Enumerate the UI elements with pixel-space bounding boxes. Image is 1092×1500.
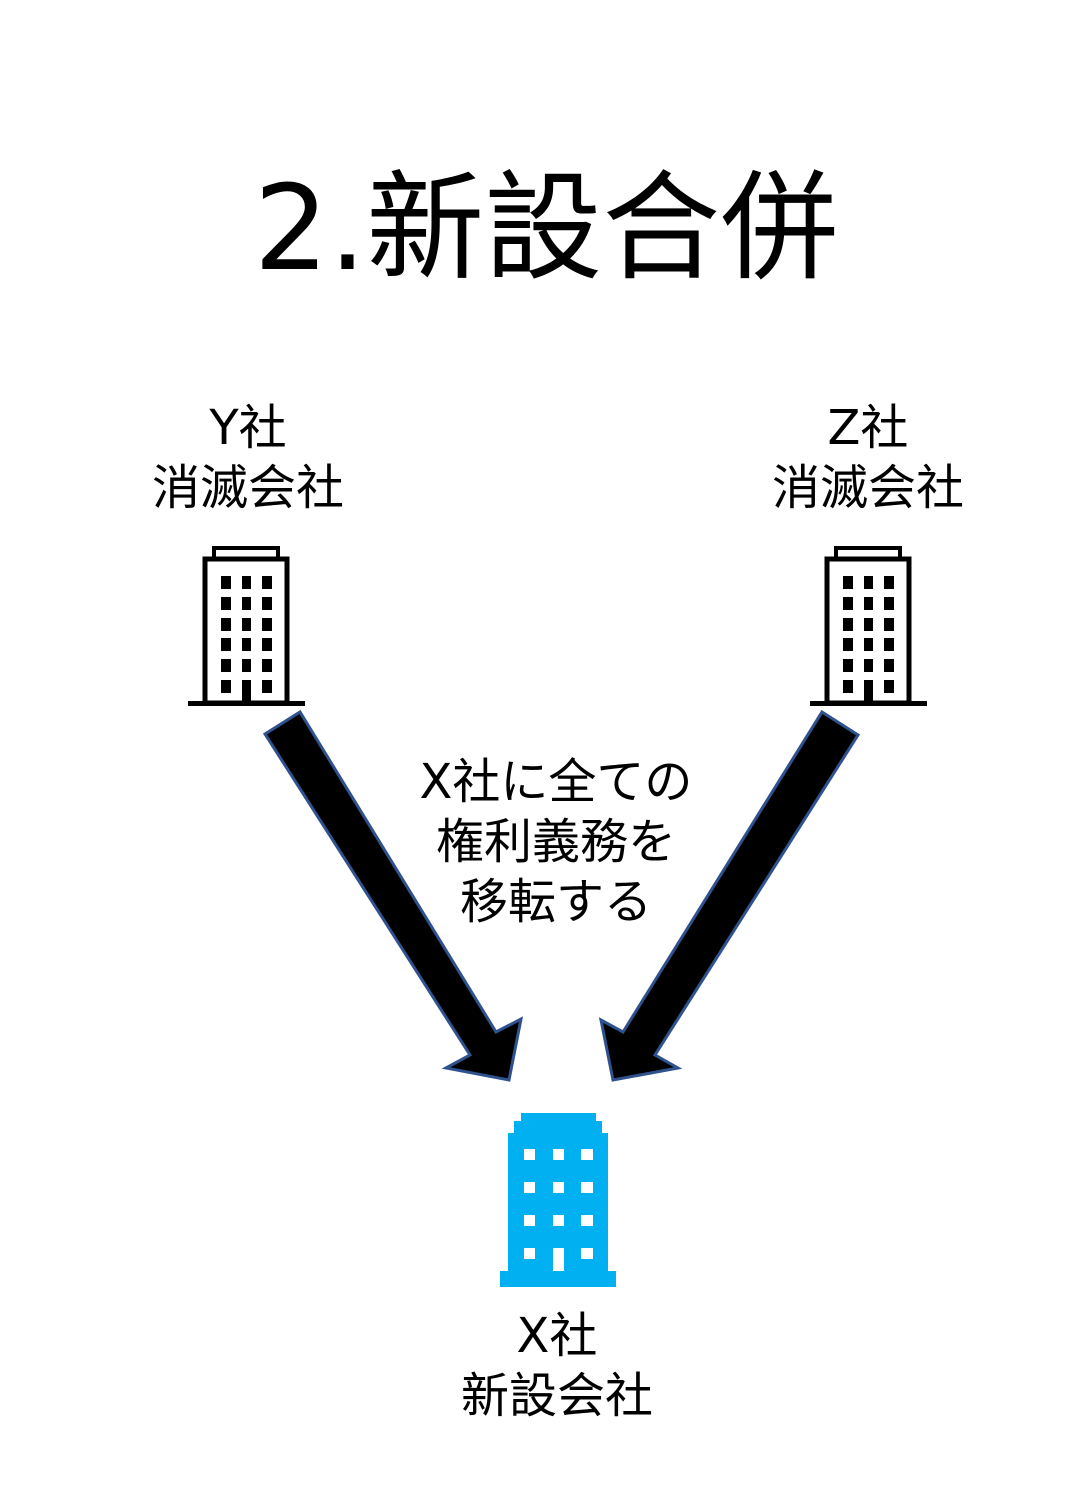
building-outline-icon: [810, 546, 927, 706]
building-filled-icon: [500, 1113, 616, 1287]
company-role: 消滅会社: [151, 460, 344, 516]
company-z-label: Z社 消滅会社: [718, 398, 1018, 518]
company-x-label: X社 新設会社: [407, 1306, 707, 1426]
company-role: 新設会社: [460, 1368, 653, 1424]
company-name: Z社: [827, 400, 909, 456]
company-y-label: Y社 消滅会社: [98, 398, 398, 518]
arrow-icon: [598, 709, 861, 1082]
transfer-line: 移転する: [459, 874, 652, 930]
transfer-line: 権利義務を: [435, 814, 676, 870]
transfer-description: X社に全ての 権利義務を 移転する: [356, 752, 756, 932]
company-name: Y社: [209, 400, 287, 456]
company-role: 消滅会社: [771, 460, 964, 516]
transfer-line: X社に全ての: [419, 754, 693, 810]
building-outline-icon: [188, 546, 305, 706]
arrow-icon: [262, 709, 524, 1082]
page-title: 2.新設合併: [253, 159, 839, 297]
company-name: X社: [516, 1308, 598, 1364]
